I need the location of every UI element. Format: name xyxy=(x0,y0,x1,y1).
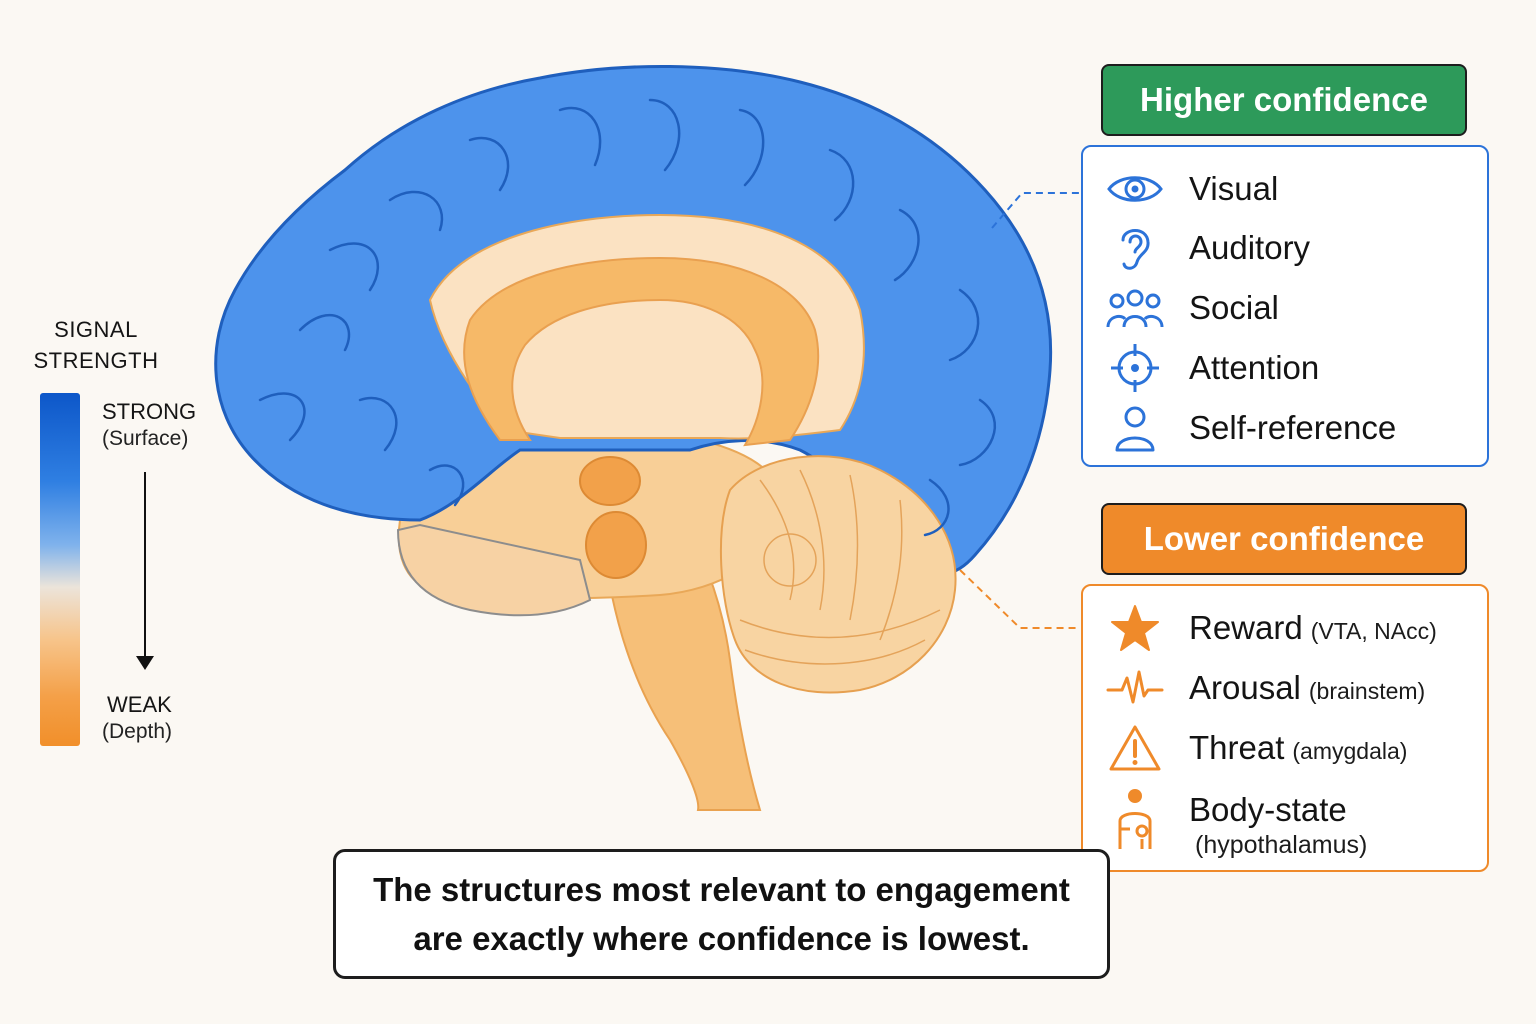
item-sub: (brainstem) xyxy=(1308,678,1426,704)
caption-line2: are exactly where confidence is lowest. xyxy=(413,920,1030,957)
person-icon xyxy=(1105,400,1165,456)
legend-title-line1: SIGNAL xyxy=(54,317,138,342)
higher-confidence-panel: Visual Auditory Social Attention Self-re… xyxy=(1081,145,1489,467)
item-label-main: Threat xyxy=(1189,729,1285,766)
item-label: Threat (amygdala) xyxy=(1189,729,1407,770)
item-label-main: Reward xyxy=(1189,609,1303,646)
pulse-icon xyxy=(1105,660,1165,716)
ear-icon xyxy=(1105,220,1165,276)
legend-strong-sub: (Surface) xyxy=(102,427,189,450)
legend-title-line2: STRENGTH xyxy=(33,348,159,373)
item-label-main: Arousal xyxy=(1189,669,1301,706)
list-item-auditory: Auditory xyxy=(1083,220,1487,276)
legend-weak-sub: (Depth) xyxy=(102,720,173,743)
item-label: Arousal (brainstem) xyxy=(1189,669,1425,710)
item-label: Auditory xyxy=(1189,229,1311,266)
item-label: Social xyxy=(1189,289,1279,326)
crosshair-icon xyxy=(1105,340,1165,396)
signal-gradient-bar xyxy=(40,393,80,746)
list-item-attention: Attention xyxy=(1083,340,1487,396)
cortex-gyri xyxy=(258,98,997,537)
list-item-self-reference: Self-reference xyxy=(1083,400,1487,456)
legend-title: SIGNAL STRENGTH xyxy=(26,314,166,376)
list-item-reward: Reward (VTA, NAcc) xyxy=(1083,600,1487,656)
list-item-threat: Threat (amygdala) xyxy=(1083,720,1487,776)
legend-strong-label: STRONG xyxy=(102,399,197,424)
higher-confidence-header: Higher confidence xyxy=(1101,64,1467,136)
star-icon xyxy=(1105,600,1165,656)
list-item-visual: Visual xyxy=(1083,161,1487,217)
people-icon xyxy=(1105,280,1165,336)
warning-icon xyxy=(1105,720,1165,776)
thalamus-lower xyxy=(585,511,647,579)
higher-connector xyxy=(991,192,1080,229)
item-label: Self-reference xyxy=(1189,409,1397,446)
legend-weak-label: WEAK xyxy=(107,692,172,717)
lower-confidence-header: Lower confidence xyxy=(1101,503,1467,575)
thalamus-upper xyxy=(579,456,641,506)
cerebellum-folds xyxy=(739,469,941,665)
temporal-underside xyxy=(396,523,592,617)
limbic-arc xyxy=(463,256,820,447)
lower-confidence-panel: Reward (VTA, NAcc) Arousal (brainstem) Thr… xyxy=(1081,584,1489,872)
list-item-social: Social xyxy=(1083,280,1487,336)
item-label: Attention xyxy=(1189,349,1320,386)
caption-box: The structures most relevant to engageme… xyxy=(333,849,1110,979)
cerebellum xyxy=(719,455,957,694)
item-sub: (hypothalamus) xyxy=(1195,831,1368,859)
corpus-callosum xyxy=(428,213,865,440)
eye-icon xyxy=(1105,161,1165,217)
item-sub: (amygdala) xyxy=(1292,738,1408,764)
legend-arrow-line xyxy=(144,472,146,662)
lower-connector xyxy=(959,569,1080,629)
list-item-arousal: Arousal (brainstem) xyxy=(1083,660,1487,716)
list-item-body-state: Body-state xyxy=(1083,782,1487,849)
body-icon xyxy=(1105,782,1165,862)
item-label: Visual xyxy=(1189,170,1279,207)
item-label: Reward (VTA, NAcc) xyxy=(1189,609,1437,650)
item-sub: (VTA, NAcc) xyxy=(1310,618,1437,644)
item-label-main: Body-state xyxy=(1189,791,1347,828)
legend-arrow-head xyxy=(136,656,154,670)
caption-line1: The structures most relevant to engageme… xyxy=(373,871,1070,908)
